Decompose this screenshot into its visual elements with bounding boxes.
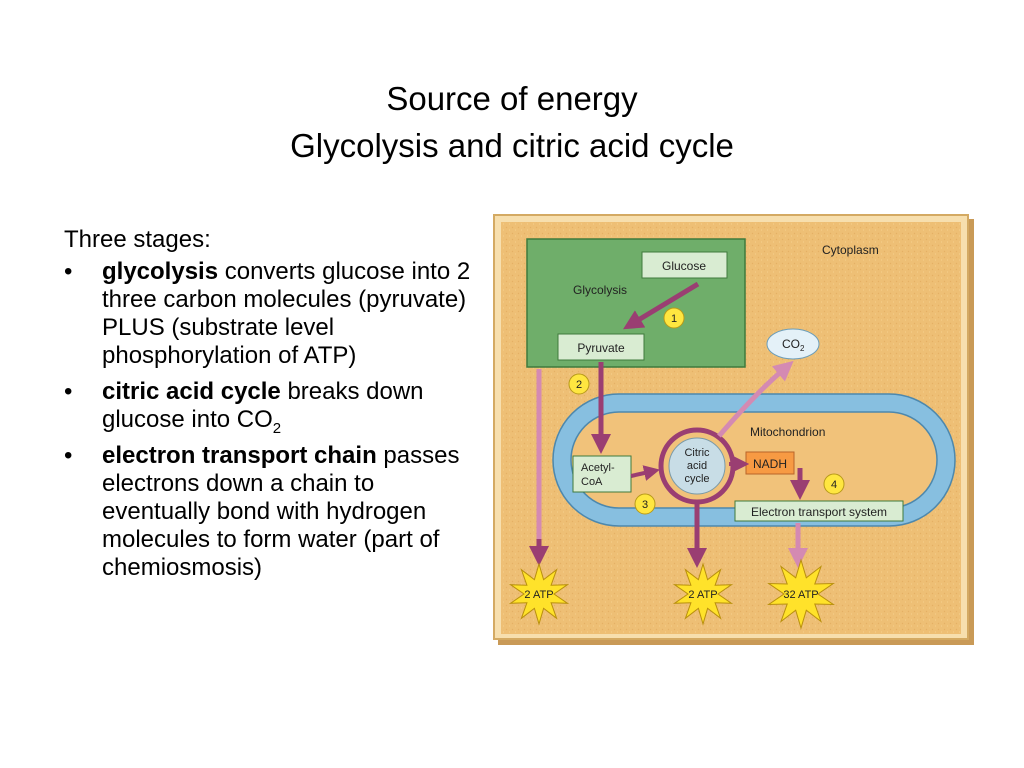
atp-label-electron-transport: 32 ATP xyxy=(783,589,818,601)
bullet-dot: • xyxy=(64,258,73,285)
step-3-badge xyxy=(634,493,656,515)
atp-star-electron-transport xyxy=(767,558,835,630)
list-item-electron-transport-chain: • electron transport chain passes electr… xyxy=(64,442,474,582)
desc-glycolysis: converts glucose into 2 three carbon mol… xyxy=(102,258,471,369)
atp-star-citric xyxy=(672,562,734,626)
acetyl-coa-to-cycle-arrow xyxy=(630,465,660,481)
slide-title-line2: Glycolysis and citric acid cycle xyxy=(290,127,734,164)
step-2-badge xyxy=(568,373,590,395)
bullet-dot: • xyxy=(64,378,73,405)
glucose-to-pyruvate-arrow xyxy=(623,281,700,330)
list-item-glycolysis: • glycolysis converts glucose into 2 thr… xyxy=(64,258,474,370)
acetyl-coa-label-1: Acetyl- xyxy=(581,462,615,474)
step-4-label: 4 xyxy=(831,479,837,491)
atp-label-glycolysis: 2 ATP xyxy=(524,589,553,601)
mitochondrion-label: Mitochondrion xyxy=(750,425,825,439)
term-electron-transport-chain: electron transport chain xyxy=(102,442,377,469)
step-3-label: 3 xyxy=(642,499,648,511)
intro-text: Three stages: xyxy=(64,226,211,253)
desc-citric-acid-cycle: breaks down glucose into CO xyxy=(102,378,424,433)
citric-label-1: Citric xyxy=(684,447,710,459)
list-item-citric-acid-cycle: • citric acid cycle breaks down glucose … xyxy=(64,378,474,437)
atp-star-glycolysis xyxy=(508,562,570,626)
glucose-label: Glucose xyxy=(662,259,706,273)
term-citric-acid-cycle: citric acid cycle xyxy=(102,378,281,405)
electron-transport-label: Electron transport system xyxy=(751,505,887,519)
desc-electron-transport-chain: passes electrons down a chain to eventua… xyxy=(102,442,460,581)
co2-bubble xyxy=(766,328,820,360)
cytoplasm-label: Cytoplasm xyxy=(822,243,879,257)
bullet-dot: • xyxy=(64,442,73,469)
stage-list: • glycolysis converts glucose into 2 thr… xyxy=(64,258,474,590)
step-2-label: 2 xyxy=(576,379,582,391)
term-glycolysis: glycolysis xyxy=(102,258,219,285)
citric-label-2: acid xyxy=(687,460,707,472)
co2-subscript: 2 xyxy=(272,419,282,437)
pyruvate-label: Pyruvate xyxy=(577,341,625,355)
slide-title-line1: Source of energy xyxy=(386,80,638,117)
cellular-respiration-diagram: Cytoplasm Glycolysis Glucose Pyruvate 1 … xyxy=(493,214,974,645)
pyruvate-box xyxy=(557,333,645,361)
cycle-to-co2-arrow xyxy=(717,360,794,438)
acetyl-coa-label-2: CoA xyxy=(581,476,603,488)
step-1-badge xyxy=(663,307,685,329)
co2-label: CO2 xyxy=(782,337,805,353)
nadh-label: NADH xyxy=(753,457,787,471)
citric-acid-cycle-core xyxy=(668,437,726,495)
electron-transport-box xyxy=(734,500,904,522)
step-4-badge xyxy=(823,473,845,495)
glucose-box xyxy=(641,251,728,279)
citric-label-3: cycle xyxy=(684,473,709,485)
step-1-label: 1 xyxy=(671,313,677,325)
atp-label-citric: 2 ATP xyxy=(688,589,717,601)
glycolysis-label: Glycolysis xyxy=(573,283,627,297)
